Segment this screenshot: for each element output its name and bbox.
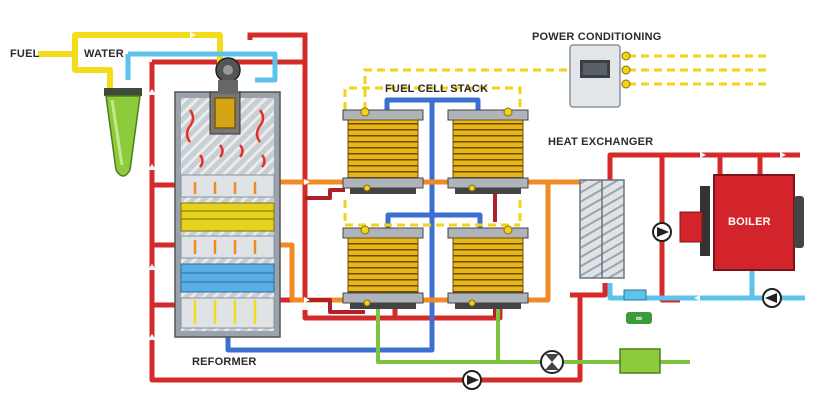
stack-terminals bbox=[360, 107, 513, 307]
fuel-cell-stack-1 bbox=[342, 109, 424, 194]
power-lines bbox=[343, 54, 770, 227]
fuel-cell-stack-2 bbox=[447, 109, 529, 194]
loop-pump bbox=[462, 370, 482, 390]
stack-red-pipe bbox=[305, 188, 497, 318]
fuel-pipe bbox=[38, 32, 223, 90]
svg-text:∞: ∞ bbox=[636, 313, 643, 323]
fuel-label: FUEL bbox=[10, 48, 40, 60]
boiler-pump bbox=[652, 222, 672, 242]
power-conditioning-unit bbox=[569, 44, 621, 108]
power-conditioning-label: POWER CONDITIONING bbox=[532, 31, 662, 43]
return-pump bbox=[762, 288, 782, 308]
reformer bbox=[174, 57, 281, 338]
air-intake-filter bbox=[619, 348, 661, 374]
boiler bbox=[679, 174, 804, 271]
fuel-cell-stack-4 bbox=[447, 227, 529, 309]
water-label: WATER bbox=[84, 48, 124, 60]
heat-exchanger bbox=[579, 179, 625, 279]
fuel-cell-stack-label: FUEL CELL STACK bbox=[385, 83, 489, 95]
fuel-cell-stack-3 bbox=[342, 227, 424, 309]
fuel-filter bbox=[104, 88, 142, 177]
temperature-sensor: ∞ bbox=[623, 289, 652, 324]
boiler-label: BOILER bbox=[728, 216, 771, 228]
top-red-pipe bbox=[247, 32, 308, 62]
reformer-label: REFORMER bbox=[192, 356, 257, 368]
flow-arrows bbox=[148, 32, 786, 340]
air-blower bbox=[540, 350, 564, 374]
heat-exchanger-label: HEAT EXCHANGER bbox=[548, 136, 654, 148]
air-pipe bbox=[376, 300, 690, 364]
heat-flow-arrows bbox=[185, 109, 266, 324]
power-output-terminals bbox=[621, 51, 631, 89]
